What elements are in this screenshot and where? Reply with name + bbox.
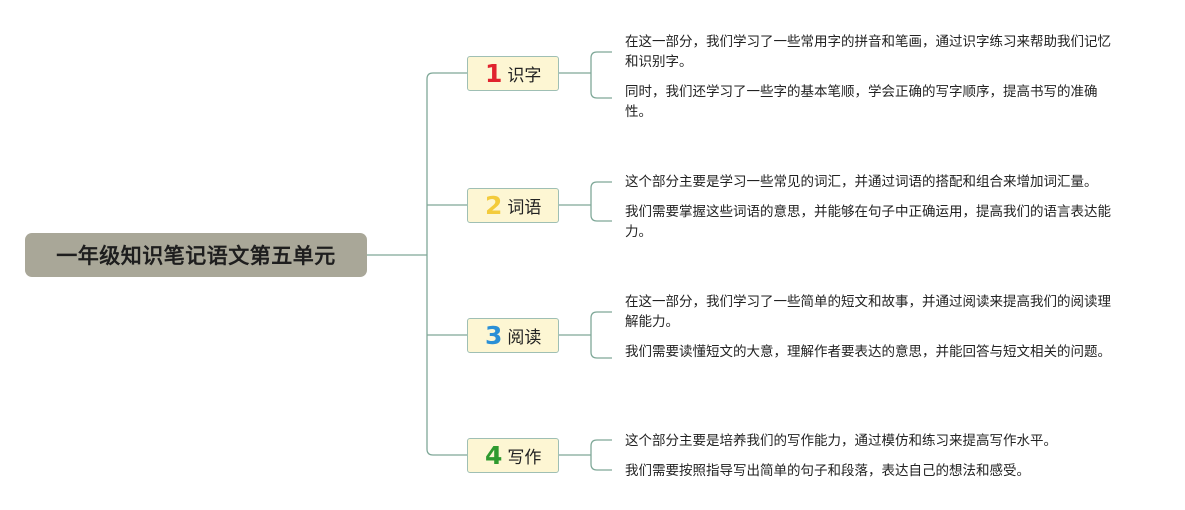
branch-label: 识字: [507, 66, 542, 86]
number-badge-icon: 1: [485, 59, 503, 88]
branch-topic-4[interactable]: 4 写作: [467, 438, 559, 473]
connector-notes-3: [559, 311, 612, 359]
branch-label: 词语: [507, 198, 542, 218]
branch-topic-1[interactable]: 1 识字: [467, 56, 559, 91]
note-1-1[interactable]: 在这一部分，我们学习了一些常用字的拼音和笔画，通过识字练习来帮助我们记忆和识别字…: [625, 34, 1111, 70]
note-1-2[interactable]: 同时，我们还学习了一些字的基本笔顺，学会正确的写字顺序，提高书写的准确性。: [625, 84, 1098, 120]
branch-label: 阅读: [507, 328, 542, 348]
connector-notes-4: [559, 439, 612, 471]
connector-trunk: [426, 72, 467, 456]
note-4-2[interactable]: 我们需要按照指导写出简单的句子和段落，表达自己的想法和感受。: [625, 463, 1030, 479]
number-badge-icon: 2: [485, 191, 503, 220]
connector-notes-1: [559, 51, 612, 99]
root-title: 一年级知识笔记语文第五单元: [56, 244, 336, 268]
note-2-2[interactable]: 我们需要掌握这些词语的意思，并能够在句子中正确运用，提高我们的语言表达能力。: [625, 204, 1111, 240]
branch-label: 写作: [507, 448, 542, 468]
note-4-1[interactable]: 这个部分主要是培养我们的写作能力，通过模仿和练习来提高写作水平。: [625, 433, 1057, 449]
note-3-1[interactable]: 在这一部分，我们学习了一些简单的短文和故事，并通过阅读来提高我们的阅读理解能力。: [625, 294, 1111, 330]
number-badge-icon: 4: [485, 441, 503, 470]
note-2-1[interactable]: 这个部分主要是学习一些常见的词汇，并通过词语的搭配和组合来增加词汇量。: [625, 174, 1098, 190]
number-badge-icon: 3: [485, 321, 503, 350]
connector-notes-2: [559, 181, 612, 222]
note-3-2[interactable]: 我们需要读懂短文的大意，理解作者要表达的意思，并能回答与短文相关的问题。: [625, 344, 1111, 360]
branch-topic-3[interactable]: 3 阅读: [467, 318, 559, 353]
root-topic[interactable]: 一年级知识笔记语文第五单元: [25, 233, 367, 277]
branch-topic-2[interactable]: 2 词语: [467, 188, 559, 223]
